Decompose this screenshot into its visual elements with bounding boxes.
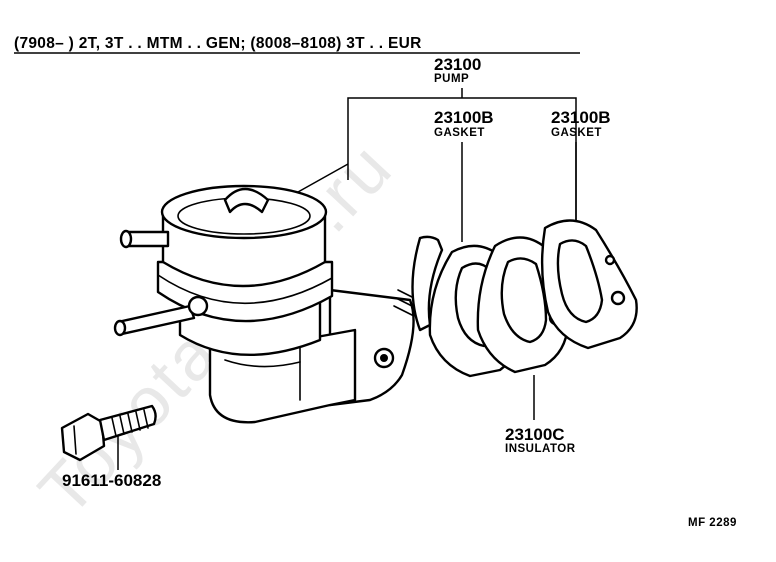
gasket-2-part-name: GASKET	[551, 127, 602, 139]
gasket-2-part-number: 23100B	[551, 108, 611, 127]
gasket-1-part-name: GASKET	[434, 127, 485, 139]
bolt-part-number: 91611-60828	[62, 471, 161, 490]
gasket-2-drawing	[540, 219, 638, 350]
insulator-part-name: INSULATOR	[505, 443, 576, 455]
fuel-pump-drawing	[113, 184, 419, 424]
gasket-1-part-number: 23100B	[434, 108, 494, 127]
pump-part-name: PUMP	[434, 73, 469, 85]
figure-id: MF 2289	[688, 517, 737, 529]
insulator-part-number: 23100C	[505, 425, 565, 444]
bolt-drawing	[60, 404, 157, 462]
applicability-header: (7908– ) 2T, 3T . . MTM . . GEN; (8008–8…	[14, 35, 422, 52]
pump-part-number: 23100	[434, 55, 481, 74]
